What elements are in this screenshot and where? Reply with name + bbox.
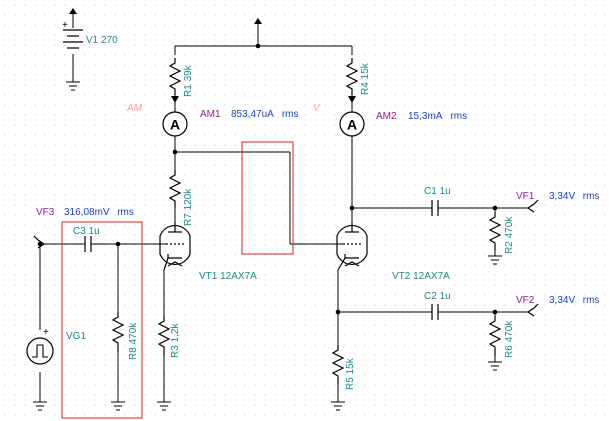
v1-battery[interactable]: + V1 270	[62, 20, 118, 49]
r7-resistor[interactable]: R7 120k	[168, 170, 194, 226]
ground-icon	[488, 255, 502, 265]
supply-arrow-icon	[69, 8, 77, 14]
vg1-signal-generator[interactable]: + VG1	[26, 327, 86, 365]
vf1-name: VF1	[516, 191, 535, 202]
vt1-tube[interactable]: VT1 12AX7A	[154, 222, 257, 282]
r3-resistor[interactable]: R3 1,2k	[157, 316, 181, 358]
wires	[39, 10, 528, 402]
vt1-label: VT1 12AX7A	[199, 271, 257, 282]
vf3-name: VF3	[36, 207, 55, 218]
ground-icon	[331, 401, 345, 411]
junctions	[37, 43, 498, 315]
r6-resistor[interactable]: R6 470k	[488, 316, 515, 358]
c3-capacitor[interactable]: C3 1u	[73, 226, 100, 252]
c2-label: C2 1u	[424, 291, 451, 302]
am1-ghost-mark: AM	[126, 103, 143, 114]
r8-resistor[interactable]: R8 470k	[111, 312, 139, 360]
vt2-label: VT2 12AX7A	[392, 271, 450, 282]
r2-label: R2 470k	[504, 216, 515, 254]
am1-name: AM1	[200, 109, 221, 120]
ground-icon	[111, 401, 125, 411]
c1-capacitor[interactable]: C1 1u	[424, 186, 451, 216]
r4-label: R4 15k	[360, 62, 371, 95]
selection-box-coupling[interactable]	[241, 141, 294, 255]
r5-resistor[interactable]: R5 15k	[331, 345, 356, 390]
r7-label: R7 120k	[183, 188, 194, 226]
vt2-tube[interactable]: VT2 12AX7A	[333, 222, 450, 282]
v1-label: V1 270	[86, 35, 118, 46]
r8-label: R8 470k	[128, 322, 139, 360]
ground-icon	[157, 401, 171, 411]
am2-name: AM2	[376, 111, 397, 122]
vg1-label: VG1	[66, 331, 86, 342]
r4-resistor[interactable]: R4 15k	[345, 58, 371, 95]
supply-arrow-icon	[254, 18, 262, 24]
svg-text:+: +	[62, 20, 68, 31]
selection-box-input[interactable]	[61, 221, 143, 419]
r2-resistor[interactable]: R2 470k	[488, 212, 515, 254]
am2-ghost-mark: V	[313, 103, 321, 114]
c2-capacitor[interactable]: C2 1u	[424, 291, 451, 320]
r6-label: R6 470k	[504, 320, 515, 358]
ground-icon	[66, 81, 80, 91]
r5-label: R5 15k	[345, 357, 356, 390]
ground-symbols	[33, 81, 502, 411]
c1-label: C1 1u	[424, 186, 451, 197]
ground-icon	[488, 361, 502, 371]
c3-label: C3 1u	[73, 226, 100, 237]
r1-label: R1 39k	[183, 64, 194, 97]
svg-text:+: +	[43, 327, 49, 338]
r3-label: R3 1,2k	[170, 323, 181, 358]
ground-icon	[33, 401, 47, 411]
ammeter-a-glyph: A	[347, 117, 357, 133]
ammeter-a-glyph: A	[170, 117, 180, 133]
r1-resistor[interactable]: R1 39k	[168, 58, 194, 97]
vf2-name: VF2	[516, 295, 535, 306]
